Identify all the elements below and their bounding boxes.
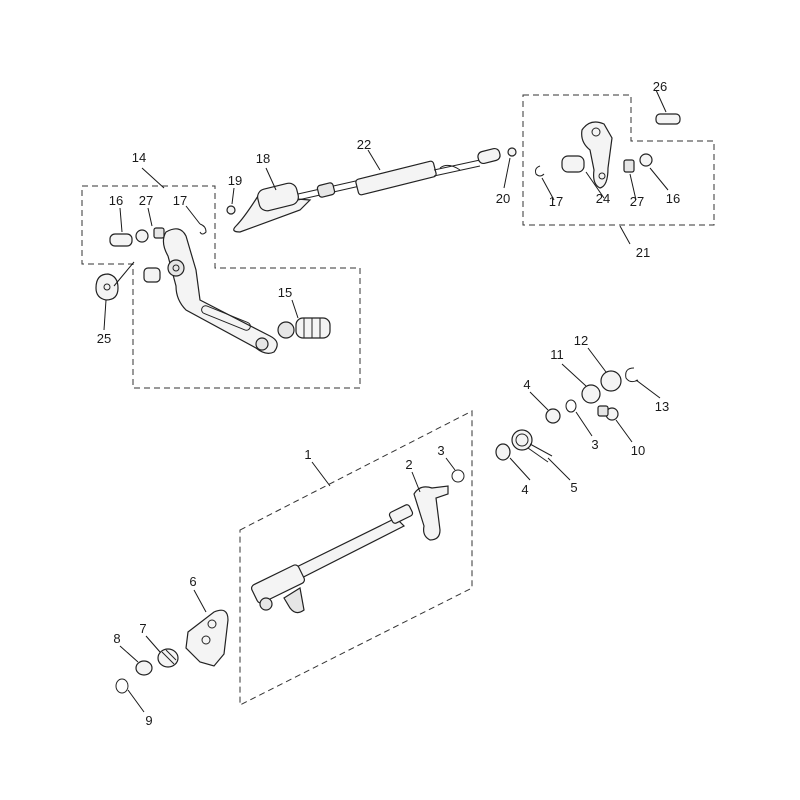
washer-8 — [135, 660, 153, 676]
callout-25: 25 — [97, 331, 111, 346]
gear-lever-14 — [162, 228, 278, 354]
callout-2: 2 — [405, 457, 412, 472]
spring-7 — [157, 648, 179, 668]
callout-9: 9 — [145, 713, 152, 728]
pivot-sleeve — [143, 267, 161, 283]
callout-17b: 17 — [549, 194, 563, 209]
callout-4b: 4 — [521, 482, 528, 497]
plate-6 — [185, 609, 229, 667]
circlip-3-top — [451, 469, 465, 483]
callout-16: 16 — [109, 193, 123, 208]
sleeve-24 — [561, 155, 585, 173]
callout-19: 19 — [228, 173, 242, 188]
plate-6-hole-a — [207, 619, 217, 629]
callout-11: 11 — [550, 347, 564, 362]
footpeg-rubber-15 — [277, 317, 331, 339]
circlip-3-mid — [565, 399, 577, 413]
selector-shaft-1 — [250, 504, 414, 614]
callout-14: 14 — [132, 150, 146, 165]
circlip-13 — [625, 367, 639, 383]
nut-19 — [226, 205, 236, 215]
callout-15: 15 — [278, 285, 292, 300]
knob-25-center — [103, 283, 111, 291]
callout-18: 18 — [256, 151, 270, 166]
washer-20 — [507, 147, 517, 157]
selector-arm-2 — [413, 485, 449, 541]
callout-4: 4 — [523, 377, 530, 392]
leader-lines — [103, 89, 669, 713]
callout-21: 21 — [636, 245, 650, 260]
circlip-9 — [115, 678, 129, 694]
washer-4-top — [545, 408, 561, 424]
nut-27-left — [153, 227, 165, 239]
callout-5: 5 — [570, 480, 577, 495]
callout-10: 10 — [631, 443, 645, 458]
washer-16-right — [639, 153, 653, 167]
washer-11 — [581, 384, 601, 404]
bolt-16-left — [109, 233, 133, 247]
callout-24: 24 — [596, 191, 610, 206]
linkage-rod-assembly — [233, 147, 501, 233]
callout-6: 6 — [189, 574, 196, 589]
group-box-21 — [522, 94, 715, 226]
callout-16b: 16 — [666, 191, 680, 206]
washer-27-left — [135, 229, 149, 243]
clip-17-left — [199, 223, 207, 235]
callout-12: 12 — [574, 333, 588, 348]
group-box-1 — [239, 410, 473, 706]
callout-3b: 3 — [591, 437, 598, 452]
nut-27-right — [623, 159, 635, 173]
callout-22: 22 — [357, 137, 371, 152]
plate-6-hole-b — [201, 635, 211, 645]
spring-5 — [511, 429, 553, 463]
callout-20: 20 — [496, 191, 510, 206]
bolt-26 — [655, 113, 681, 125]
knob-25 — [95, 273, 119, 301]
stud-10 — [597, 405, 619, 421]
linkage-arm-21 — [581, 121, 613, 189]
clip-17-right — [535, 165, 545, 177]
washer-12 — [600, 370, 622, 392]
callout-27b: 27 — [630, 194, 644, 209]
callout-1: 1 — [304, 447, 311, 462]
callout-17: 17 — [173, 193, 187, 208]
callout-7: 7 — [139, 621, 146, 636]
callout-8: 8 — [113, 631, 120, 646]
callout-26: 26 — [653, 79, 667, 94]
callout-13: 13 — [655, 399, 669, 414]
callout-27: 27 — [139, 193, 153, 208]
callout-labels: 1 2 3 3 4 4 5 6 7 8 9 10 11 12 13 14 15 … — [97, 79, 680, 728]
washer-4-bottom — [495, 443, 511, 461]
callout-3: 3 — [437, 443, 444, 458]
group-box-14 — [81, 185, 361, 389]
